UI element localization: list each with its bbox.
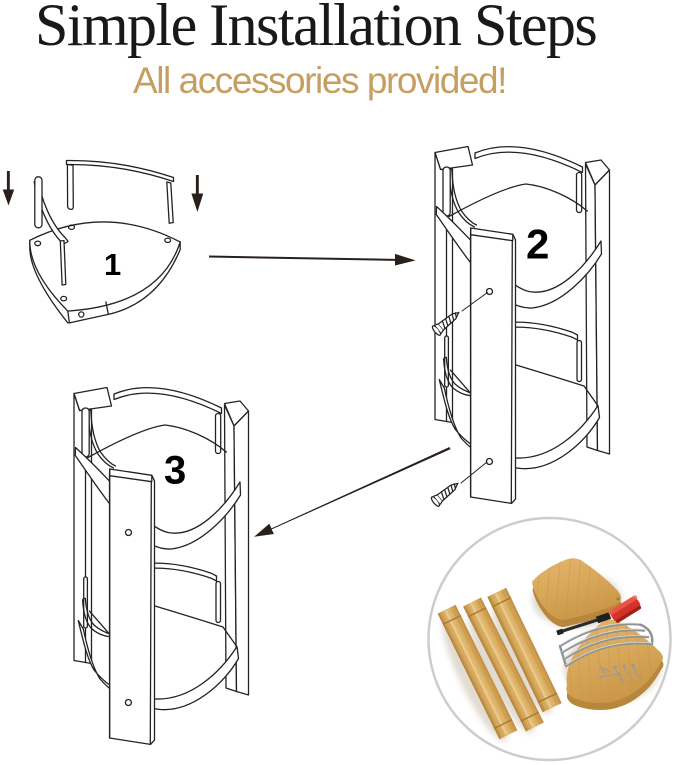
svg-text:2: 2: [526, 220, 549, 267]
svg-text:1: 1: [104, 247, 121, 282]
svg-text:3: 3: [164, 448, 186, 492]
